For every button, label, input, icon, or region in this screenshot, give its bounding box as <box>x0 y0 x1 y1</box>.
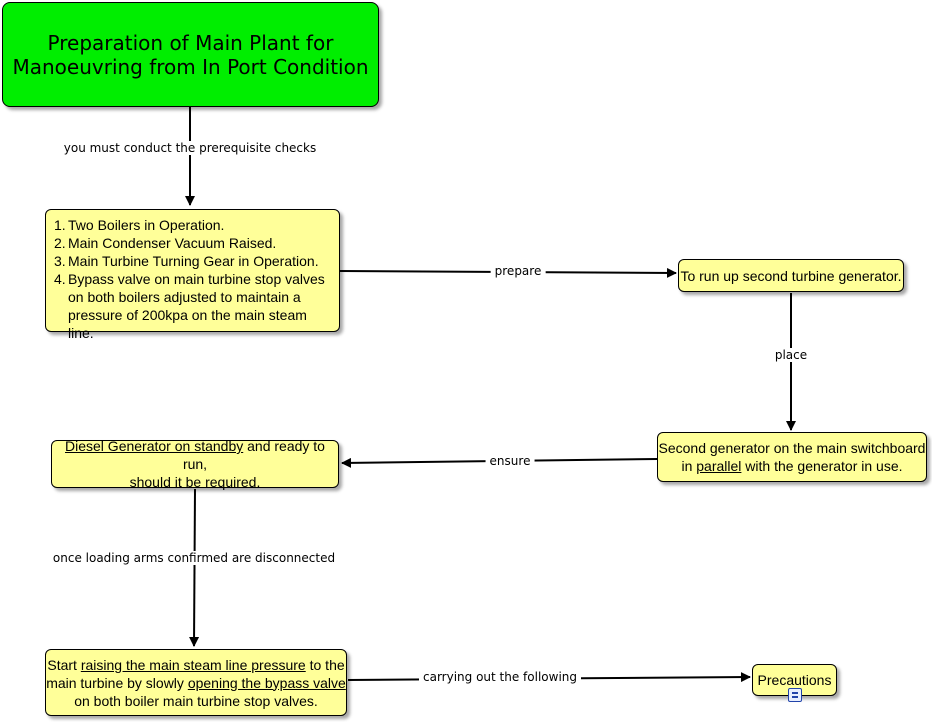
steam-line-1: Start raising the main steam line pressu… <box>47 656 345 673</box>
title-line-1: Preparation of Main Plant for <box>47 30 334 55</box>
link-label-prepare: prepare <box>490 264 546 278</box>
checks-node[interactable]: 1. Two Boilers in Operation. 2. Main Con… <box>45 209 340 341</box>
check-item: 4. Bypass valve on main turbine stop val… <box>54 271 325 341</box>
title-node[interactable]: Preparation of Main Plant for Manoeuvrin… <box>2 2 379 107</box>
check-item: 3. Main Turbine Turning Gear in Operatio… <box>54 253 319 269</box>
diesel-node[interactable]: Diesel Generator on standby and ready to… <box>51 438 339 490</box>
bypass-valve-link[interactable]: opening the bypass valve <box>187 674 346 691</box>
link-label-place: place <box>770 348 812 362</box>
link-label-carrying: carrying out the following <box>418 670 582 684</box>
diesel-standby-link[interactable]: Diesel Generator on standby <box>65 438 244 454</box>
parallel-node[interactable]: Second generator on the main switchboard… <box>657 432 927 482</box>
diesel-line-2: should it be required. <box>129 474 261 490</box>
second-tg-text: To run up second turbine generator. <box>680 267 902 284</box>
submap-icon[interactable] <box>788 688 802 702</box>
diesel-line-1: Diesel Generator on standby and ready to… <box>65 438 325 472</box>
parallel-line-2: in parallel with the generator in use. <box>681 458 903 474</box>
parallel-link[interactable]: parallel <box>696 458 742 474</box>
check-item: 1. Two Boilers in Operation. <box>54 217 225 233</box>
second-tg-node[interactable]: To run up second turbine generator. <box>678 259 904 292</box>
link-diesel-to-steam <box>189 488 200 647</box>
title-line-2: Manoeuvring from In Port Condition <box>12 54 369 79</box>
steam-pressure-link[interactable]: raising the main steam line pressure <box>80 656 306 673</box>
steam-pressure-node[interactable]: Start raising the main steam line pressu… <box>45 649 347 716</box>
steam-line-2: main turbine by slowly opening the bypas… <box>46 674 346 691</box>
parallel-line-1: Second generator on the main switchboard <box>658 440 926 456</box>
link-label-ensure: ensure <box>485 454 535 468</box>
steam-line-3: on both boiler main turbine stop valves. <box>74 692 318 709</box>
check-item: 2. Main Condenser Vacuum Raised. <box>54 235 277 251</box>
link-label-loading: once loading arms confirmed are disconne… <box>48 551 340 565</box>
link-label-prereq: you must conduct the prerequisite checks <box>59 141 321 155</box>
precautions-text: Precautions <box>757 672 832 688</box>
